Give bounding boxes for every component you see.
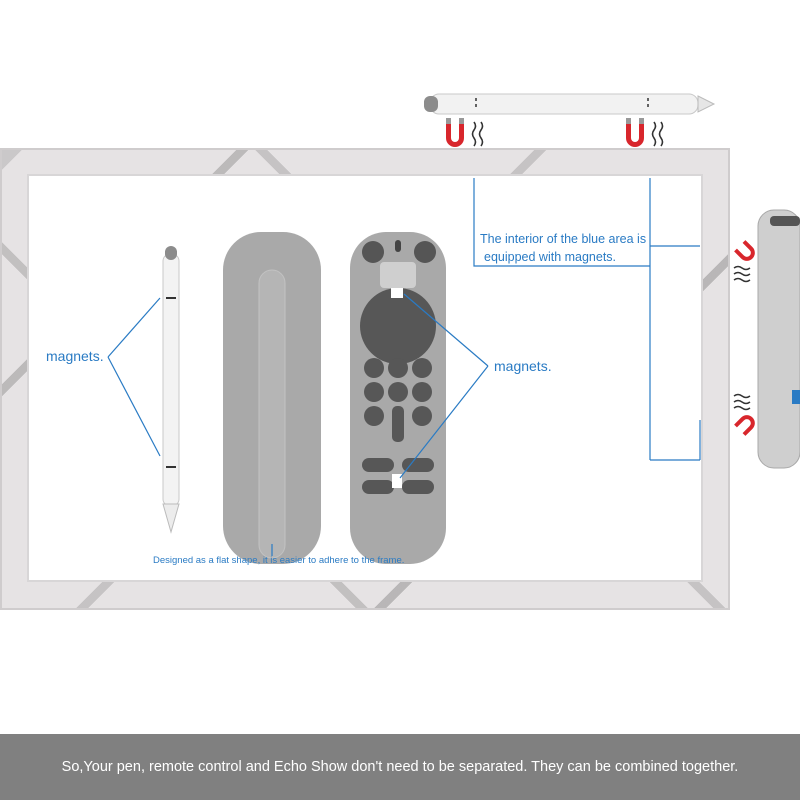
vertical-pen [162,246,180,534]
magnetic-wave-icon [651,121,664,147]
pen-magnets-label: magnets. [46,348,104,364]
magnetic-wave-icon [733,265,751,283]
interior-note-line-2: equipped with magnets. [484,250,617,264]
magnet-icon [734,415,755,436]
interior-note-line-1: The interior of the blue area is [480,232,647,246]
echo-show-side [757,209,800,469]
flat-shape-caption: Designed as a flat shape, it is easier t… [153,555,405,566]
magnet-icon [446,118,464,147]
magnet-icon [734,240,755,261]
magnetic-wave-icon [471,121,484,147]
interior-magnets-note: The interior of the blue area is equippe… [480,230,646,266]
footer-text: So,Your pen, remote control and Echo Sho… [61,759,739,775]
remote-sleeve [350,232,446,564]
magnet-icon [626,118,644,147]
flat-back-case [223,232,321,564]
pen-magnet-pointers [107,297,161,457]
footer-banner: So,Your pen, remote control and Echo Sho… [0,734,800,800]
top-pen [424,93,716,115]
remote-magnets-label: magnets. [494,358,552,374]
magnetic-wave-icon [733,393,751,411]
remote-magnet-pointers [399,293,489,479]
magnet-area-lines [473,178,701,461]
